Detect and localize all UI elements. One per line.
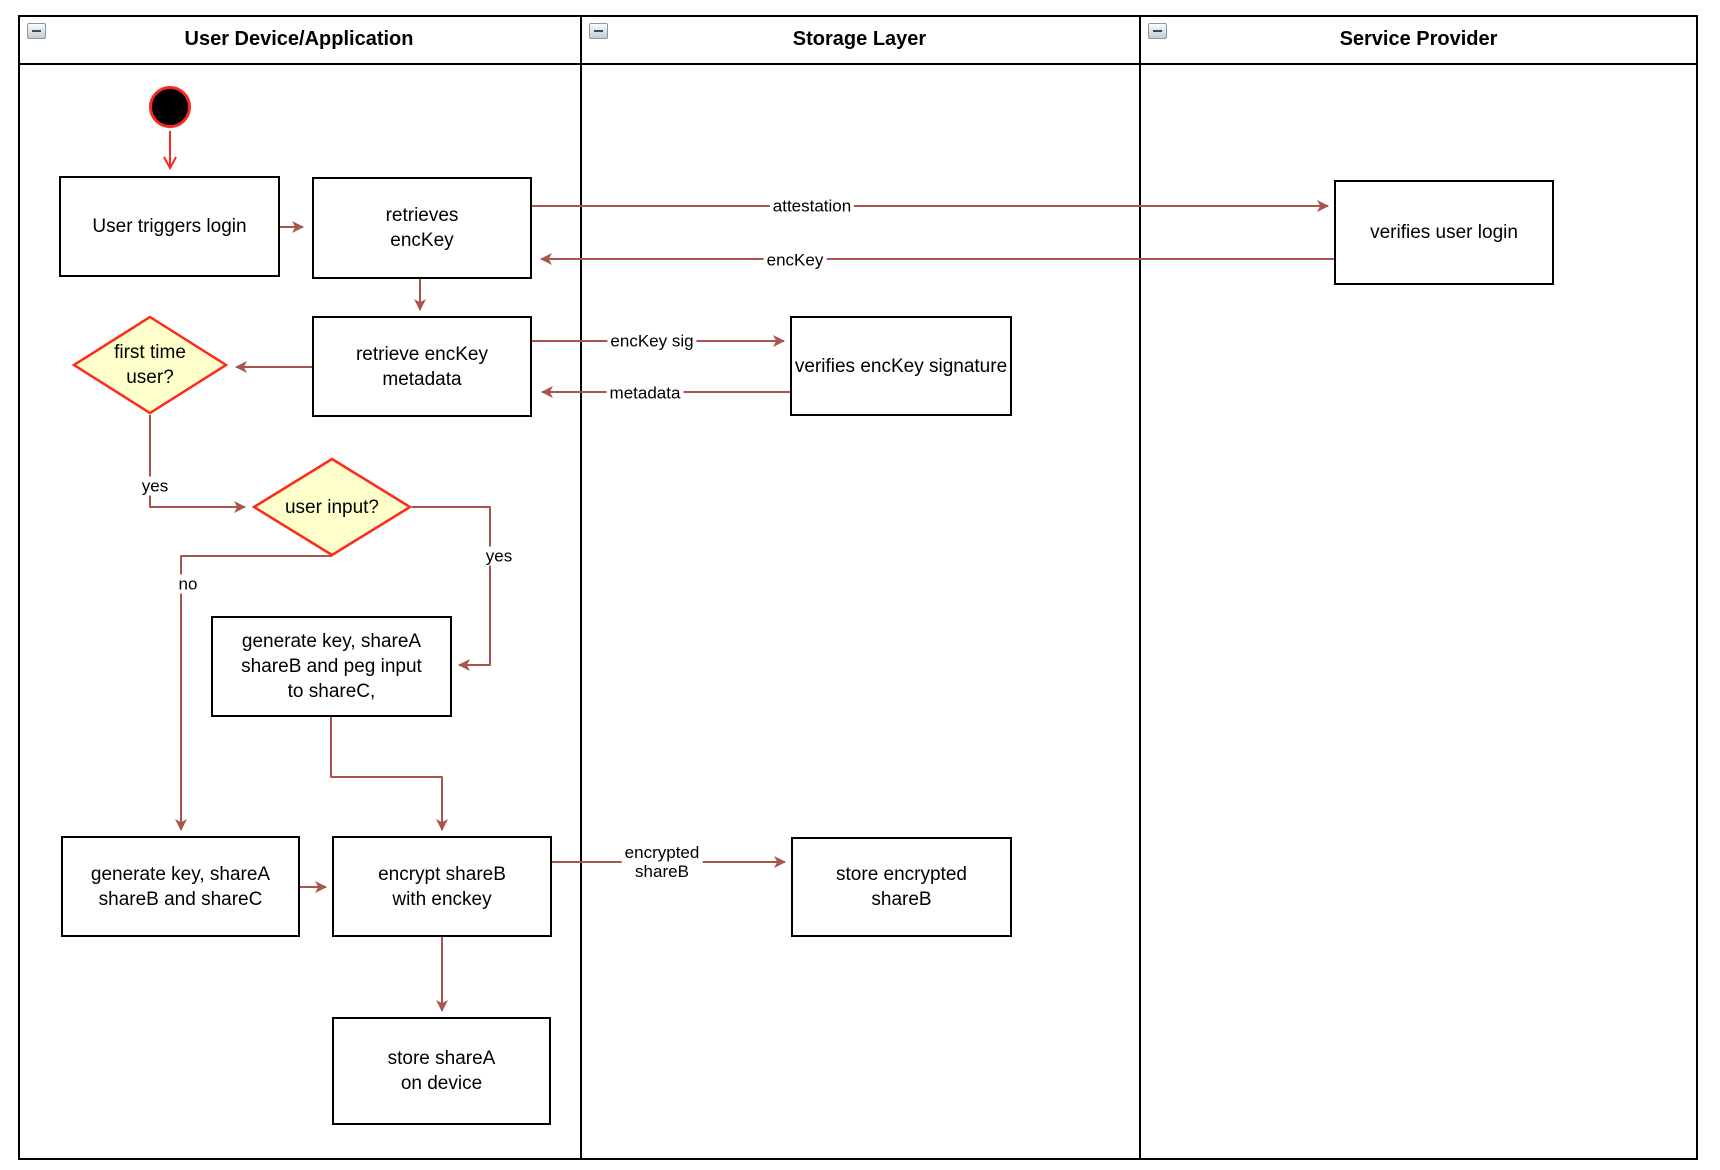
node-label: first time user? xyxy=(114,342,186,388)
node-label: encrypt shareB with enckey xyxy=(378,863,506,910)
node-label: store encrypted shareB xyxy=(836,864,967,910)
lane-title-storage-layer[interactable]: Storage Layer xyxy=(792,28,927,50)
node-verifies-enckey-signature[interactable]: verifies encKey signature xyxy=(790,316,1012,416)
edge-label-no-user-input[interactable]: no xyxy=(175,574,201,594)
edge-userinput-yes[interactable] xyxy=(412,506,491,671)
edge-label-attestation[interactable]: attestation xyxy=(769,196,855,216)
node-label: verifies user login xyxy=(1370,222,1518,243)
node-generate-key-abc[interactable]: generate key, shareA shareB and shareC xyxy=(61,836,300,937)
node-label: retrieves encKey xyxy=(385,205,459,251)
lane-divider-2 xyxy=(1139,15,1141,1160)
diamond-shape xyxy=(72,315,228,415)
lane-title-user-device[interactable]: User Device/Application xyxy=(184,28,414,50)
node-label: verifies encKey signature xyxy=(794,355,1008,377)
lane-title-service-provider[interactable]: Service Provider xyxy=(1339,28,1498,50)
edge-userinput-no[interactable] xyxy=(175,555,332,831)
diagram-frame xyxy=(18,15,1698,1160)
node-verifies-user-login[interactable]: verifies user login xyxy=(1334,180,1554,285)
node-encrypt-shareb[interactable]: encrypt shareB with enckey xyxy=(332,836,552,937)
node-generate-key-peg[interactable]: generate key, shareA shareB and peg inpu… xyxy=(211,616,452,717)
edge-label-metadata[interactable]: metadata xyxy=(606,383,684,403)
diamond-shape xyxy=(252,457,412,557)
minus-icon xyxy=(32,30,41,32)
node-retrieve-enckey-metadata[interactable]: retrieve encKey metadata xyxy=(312,316,532,417)
minus-icon xyxy=(1153,30,1162,32)
header-divider xyxy=(18,63,1698,65)
node-user-input[interactable]: user input? xyxy=(252,457,412,557)
node-first-time-user[interactable]: first time user? xyxy=(72,315,228,415)
node-label: generate key, shareA shareB and shareC xyxy=(90,863,271,910)
edge-label-enckey[interactable]: encKey xyxy=(763,250,827,270)
node-label: user input? xyxy=(284,496,379,518)
node-retrieves-enckey[interactable]: retrieves encKey xyxy=(312,177,532,279)
edge-firsttime-yes[interactable] xyxy=(149,415,246,513)
collapse-button-lane3[interactable] xyxy=(1148,23,1167,39)
collapse-button-lane1[interactable] xyxy=(27,23,46,39)
node-user-triggers-login[interactable]: User triggers login xyxy=(59,176,280,277)
edge-label-yes-user-input[interactable]: yes xyxy=(482,546,516,566)
edge-label-enckey-sig[interactable]: encKey sig xyxy=(607,331,697,351)
node-label: retrieve encKey metadata xyxy=(355,343,488,390)
edge-label-yes-first-time[interactable]: yes xyxy=(138,476,172,496)
collapse-button-lane2[interactable] xyxy=(589,23,608,39)
node-label: User triggers login xyxy=(92,216,247,237)
node-label: store shareA on device xyxy=(387,1048,496,1094)
minus-icon xyxy=(594,30,603,32)
edge-peg-to-encrypt[interactable] xyxy=(330,717,448,831)
lane-divider-1 xyxy=(580,15,582,1160)
node-label: generate key, shareA shareB and peg inpu… xyxy=(241,631,422,702)
node-store-encrypted-shareb[interactable]: store encrypted shareB xyxy=(791,837,1012,937)
edge-label-encrypted-shareb[interactable]: encrypted shareB xyxy=(621,843,703,881)
node-store-sharea[interactable]: store shareA on device xyxy=(332,1017,551,1125)
start-node[interactable] xyxy=(149,86,191,128)
